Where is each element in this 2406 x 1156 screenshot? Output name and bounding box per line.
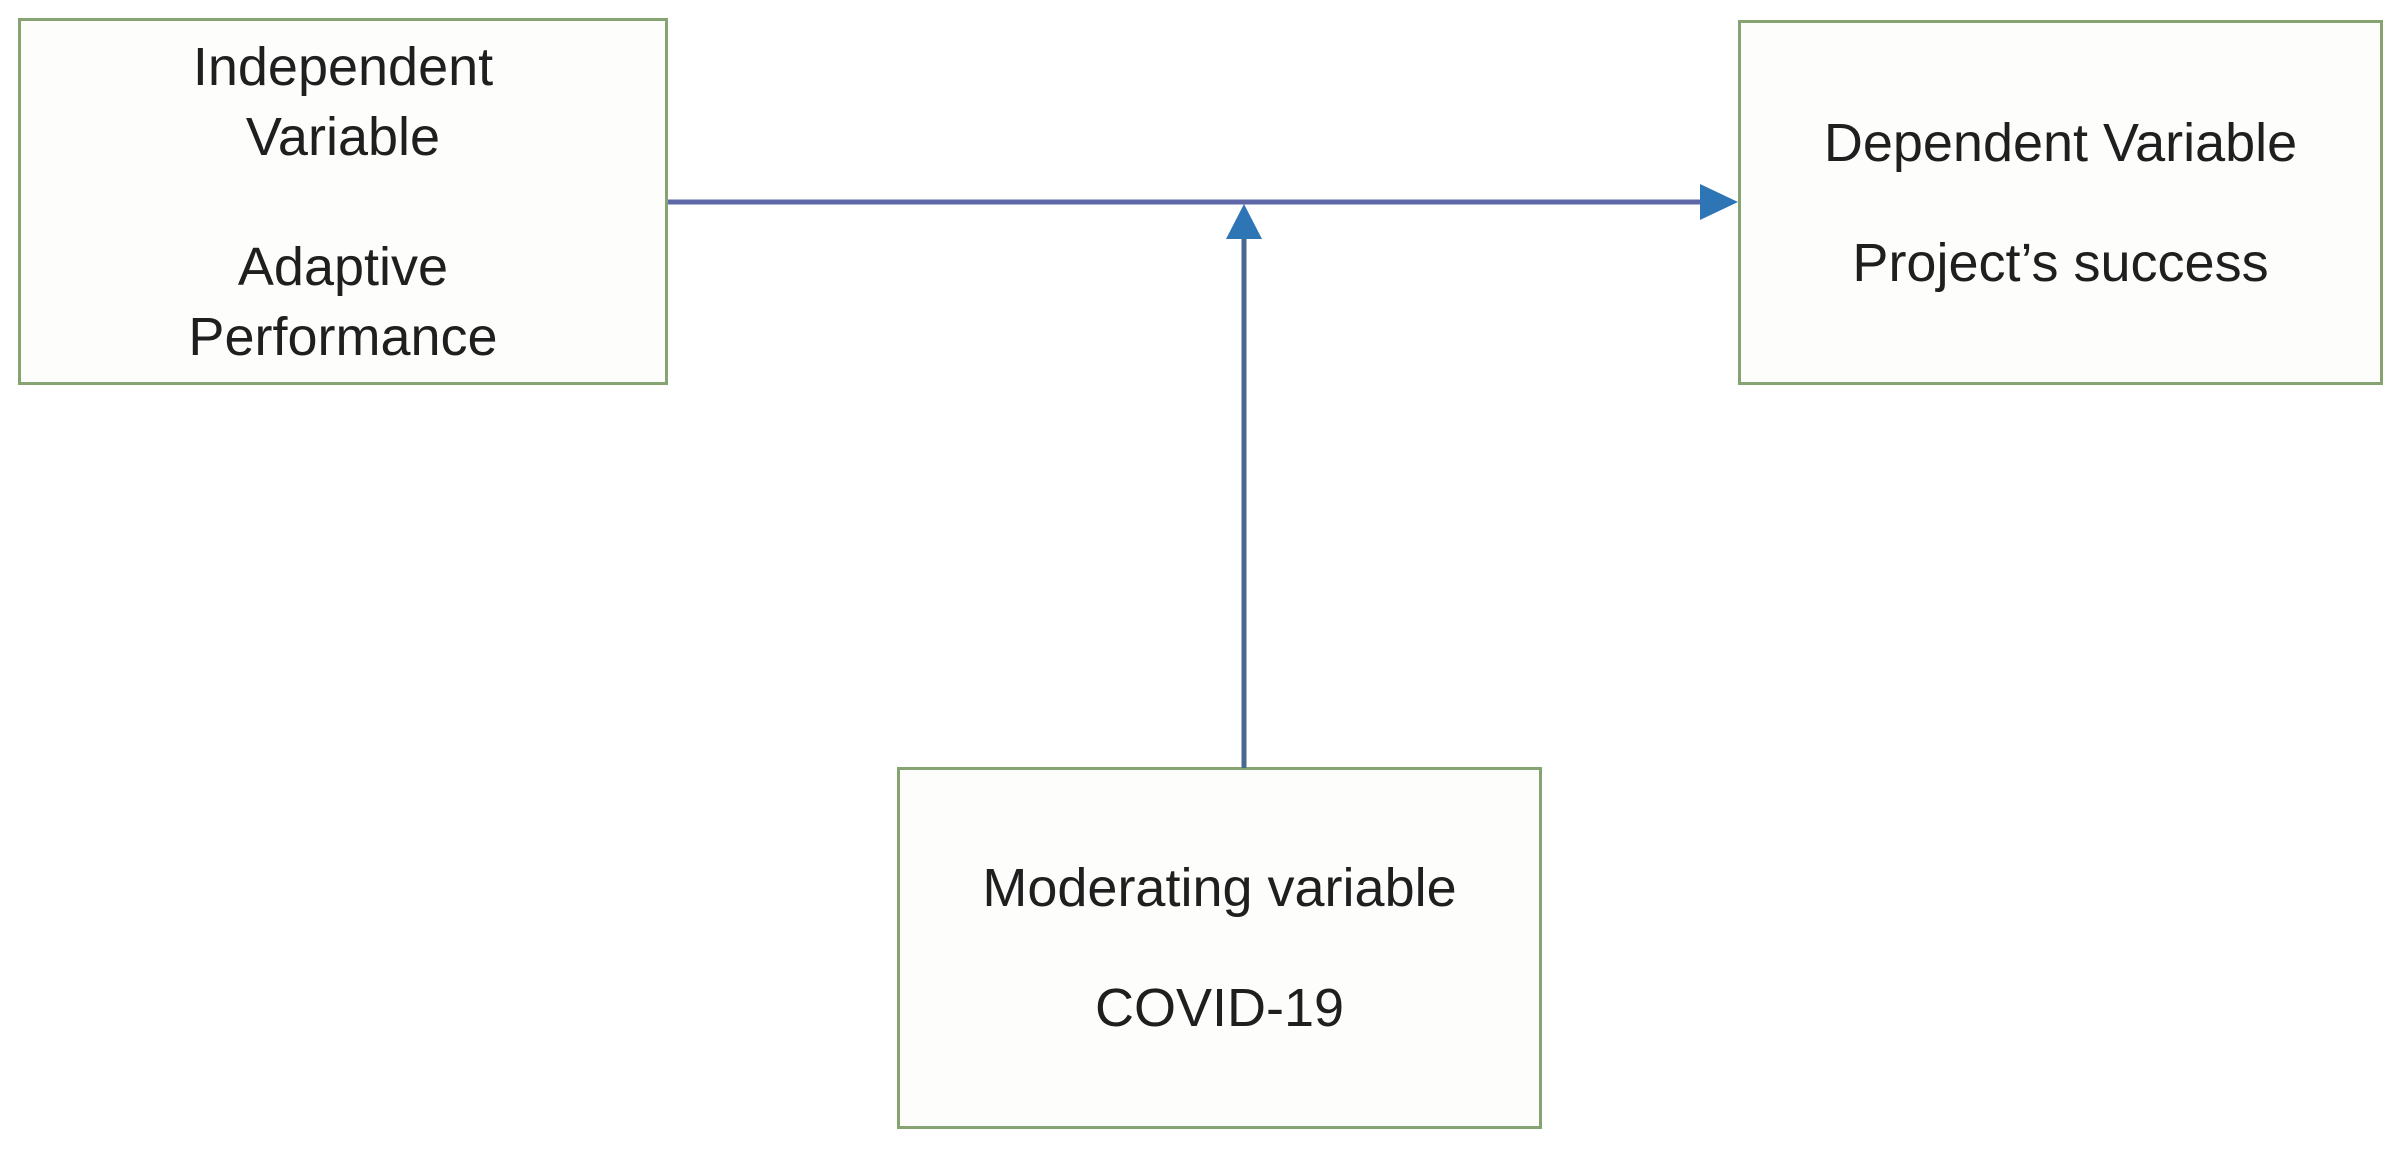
dependent-variable-box: Dependent Variable Project’s success bbox=[1738, 20, 2383, 385]
right-arrowhead-icon bbox=[1700, 184, 1738, 220]
moderating-variable-box: Moderating variable COVID-19 bbox=[897, 767, 1542, 1129]
box-body-line: Performance bbox=[188, 306, 498, 367]
up-arrowhead-icon bbox=[1226, 204, 1262, 239]
box-body: COVID-19 bbox=[1095, 973, 1344, 1043]
independent-variable-box: Independent Variable Adaptive Performanc… bbox=[18, 18, 668, 385]
box-body-line: Project’s success bbox=[1852, 232, 2269, 293]
box-body-line: Adaptive bbox=[237, 236, 449, 297]
box-body: Adaptive Performance bbox=[188, 232, 497, 372]
box-title-line: Dependent Variable bbox=[1823, 112, 2298, 173]
box-body-line: COVID-19 bbox=[1094, 978, 1345, 1038]
box-title-line: Moderating variable bbox=[982, 858, 1457, 918]
box-title: Dependent Variable bbox=[1824, 108, 2297, 178]
box-body: Project’s success bbox=[1852, 228, 2268, 298]
box-title-line: Independent bbox=[192, 36, 494, 97]
box-title-line: Variable bbox=[245, 106, 441, 167]
box-title: Moderating variable bbox=[982, 853, 1456, 923]
box-title: Independent Variable bbox=[193, 32, 493, 172]
